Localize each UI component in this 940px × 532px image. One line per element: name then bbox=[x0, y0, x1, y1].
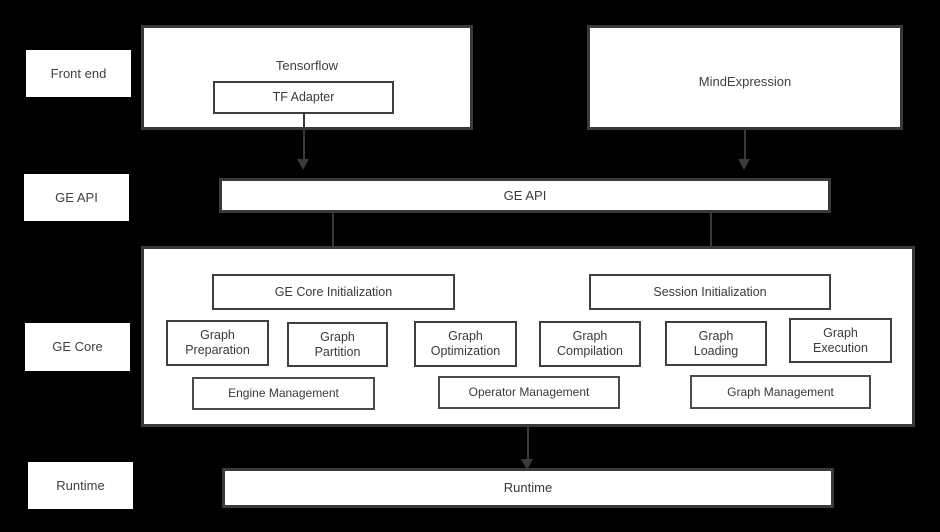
tier-label-ge-core: GE Core bbox=[25, 323, 130, 371]
node-tf-adapter-label: TF Adapter bbox=[272, 90, 335, 105]
node-graph-loading-label: Graph Loading bbox=[693, 328, 739, 358]
node-graph-compilation-label: Graph Compilation bbox=[556, 329, 623, 358]
bar-runtime[interactable]: Runtime bbox=[222, 468, 834, 508]
node-operator-management[interactable]: Operator Management bbox=[438, 376, 620, 409]
connector-arrowhead bbox=[521, 459, 533, 470]
node-session-initialization-label: Session Initialization bbox=[653, 284, 767, 299]
connector-arrowhead bbox=[297, 159, 309, 170]
node-graph-execution[interactable]: Graph Execution bbox=[789, 318, 892, 363]
connector-line bbox=[303, 113, 305, 161]
node-graph-preparation-label: Graph Preparation bbox=[185, 328, 250, 357]
node-graph-compilation[interactable]: Graph Compilation bbox=[539, 321, 641, 367]
node-tf-adapter[interactable]: TF Adapter bbox=[213, 81, 394, 114]
node-session-initialization[interactable]: Session Initialization bbox=[589, 274, 831, 310]
node-graph-partition[interactable]: Graph Partition bbox=[287, 322, 388, 367]
node-graph-management-label: Graph Management bbox=[727, 384, 834, 399]
node-engine-management[interactable]: Engine Management bbox=[192, 377, 375, 410]
node-graph-execution-label: Graph Execution bbox=[813, 325, 868, 355]
node-graph-management[interactable]: Graph Management bbox=[690, 375, 871, 409]
tier-label-front-end-text: Front end bbox=[50, 65, 107, 81]
tier-label-ge-api: GE API bbox=[24, 174, 129, 221]
group-mindexpression: MindExpression bbox=[587, 25, 903, 130]
tier-label-runtime-text: Runtime bbox=[56, 477, 105, 493]
tier-label-ge-api-text: GE API bbox=[55, 189, 98, 205]
node-operator-management-label: Operator Management bbox=[468, 385, 590, 400]
connector-line bbox=[527, 427, 529, 462]
tier-label-ge-core-text: GE Core bbox=[52, 339, 103, 355]
connector-line bbox=[332, 213, 334, 260]
group-tensorflow-title: Tensorflow bbox=[275, 58, 339, 73]
tier-label-front-end: Front end bbox=[26, 50, 131, 97]
bar-runtime-label: Runtime bbox=[503, 480, 553, 496]
node-graph-preparation[interactable]: Graph Preparation bbox=[166, 320, 269, 366]
connector-line bbox=[710, 213, 712, 260]
group-tensorflow: Tensorflow bbox=[141, 25, 473, 130]
node-graph-partition-label: Graph Partition bbox=[314, 329, 361, 359]
node-graph-optimization-label: Graph Optimization bbox=[430, 329, 501, 358]
node-ge-core-initialization-label: GE Core Initialization bbox=[274, 284, 393, 299]
node-engine-management-label: Engine Management bbox=[228, 386, 339, 401]
node-graph-optimization[interactable]: Graph Optimization bbox=[414, 321, 517, 367]
group-mindexpression-title: MindExpression bbox=[698, 74, 792, 89]
node-ge-core-initialization[interactable]: GE Core Initialization bbox=[212, 274, 455, 310]
bar-ge-api-label: GE API bbox=[503, 187, 547, 203]
connector-arrowhead bbox=[738, 159, 750, 170]
bar-ge-api[interactable]: GE API bbox=[219, 178, 831, 213]
connector-line bbox=[744, 130, 746, 162]
node-graph-loading[interactable]: Graph Loading bbox=[665, 321, 767, 366]
tier-label-runtime: Runtime bbox=[28, 462, 133, 509]
